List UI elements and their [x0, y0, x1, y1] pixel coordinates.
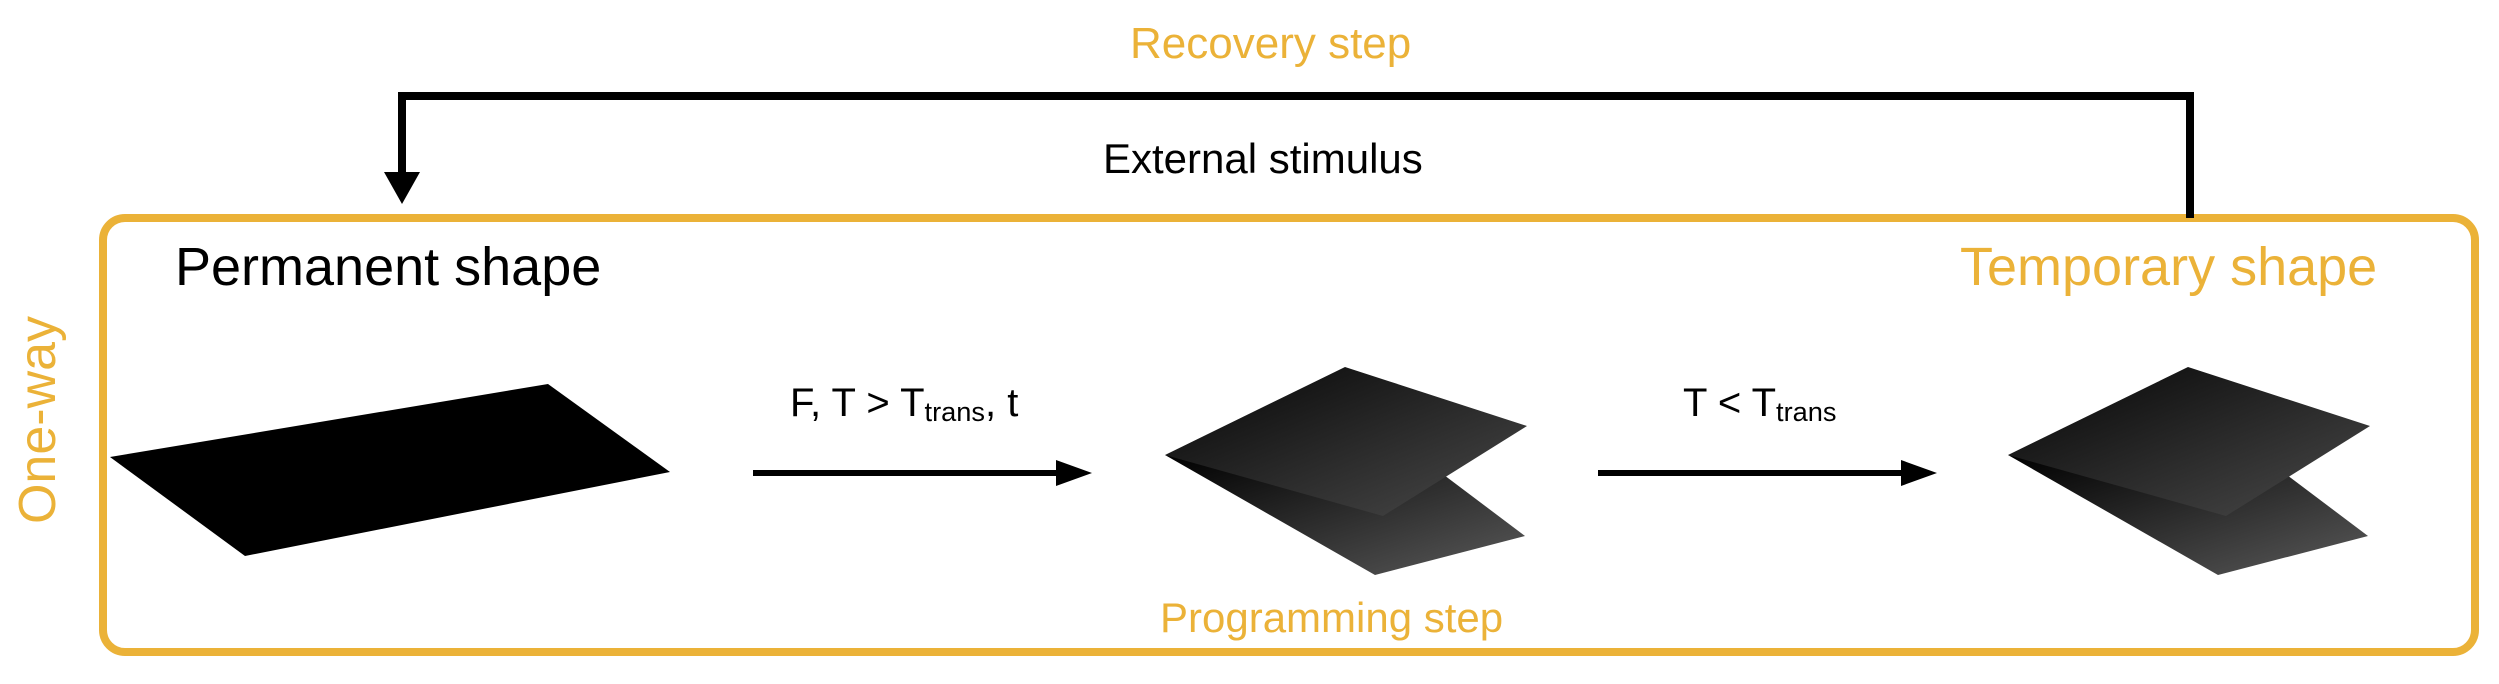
flat-sheet-icon: [110, 384, 670, 556]
programming-condition-prefix: F, T > T: [790, 381, 925, 425]
cooling-condition-subscript: trans: [1776, 395, 1837, 427]
programming-condition-subscript: trans: [924, 395, 985, 427]
temporary-shape-label: Temporary shape: [1960, 237, 2378, 297]
programming-condition-label: F, T > Ttrans, t: [790, 383, 1018, 425]
folded-sheet-icon-1: [1165, 367, 1527, 575]
programming-condition-suffix: , t: [984, 381, 1019, 425]
one-way-frame: [99, 214, 2479, 656]
cooling-condition-label: T < Ttrans: [1683, 383, 1836, 425]
cooling-condition-prefix: T < T: [1683, 381, 1777, 425]
permanent-shape-label: Permanent shape: [175, 237, 602, 297]
programming-step-label: Programming step: [1160, 594, 1504, 641]
one-way-label: One-way: [9, 315, 67, 525]
external-stimulus-label: External stimulus: [1103, 135, 1423, 182]
recovery-step-label: Recovery step: [1130, 19, 1412, 68]
programming-arrow-head: [1056, 460, 1092, 486]
recovery-arrow-line: [398, 92, 2194, 218]
folded-sheet-icon-2: [2008, 367, 2370, 575]
cooling-arrow-head: [1901, 460, 1937, 486]
recovery-arrow-head: [384, 172, 420, 204]
